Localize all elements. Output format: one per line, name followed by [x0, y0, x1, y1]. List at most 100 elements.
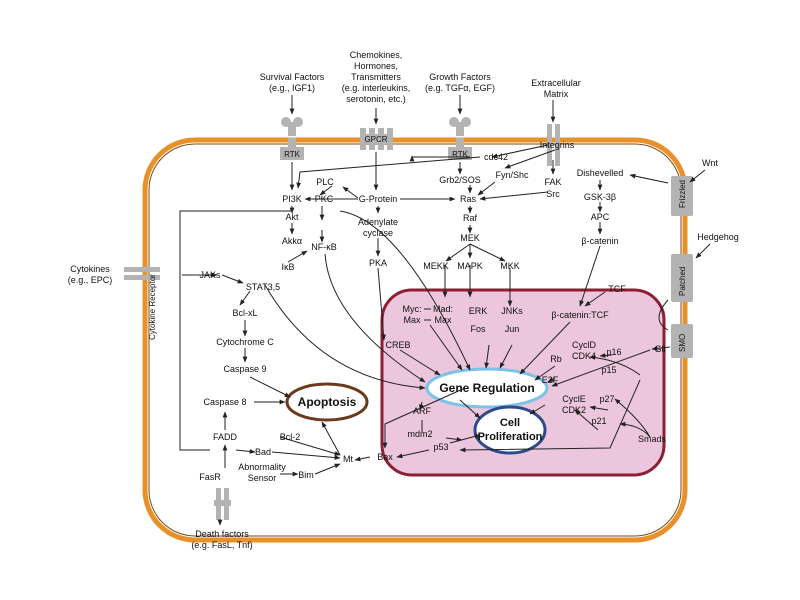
- input-cytokines-2: (e.g., EPC): [68, 275, 113, 285]
- node-fadd: FADD: [213, 432, 238, 442]
- gpcr-receptor: GPCR: [360, 128, 393, 150]
- node-jun: Jun: [505, 324, 520, 334]
- proliferation-label-1: Cell: [500, 417, 520, 429]
- node-stat: STAT3,5: [246, 282, 280, 292]
- node-pka: PKA: [369, 258, 387, 268]
- gene-regulation-ellipse: [425, 367, 549, 409]
- node-mkk: MKK: [500, 261, 520, 271]
- node-rb: Rb: [550, 354, 562, 364]
- proliferation-label-2: Proliferation: [478, 431, 543, 443]
- input-chemokines-1: Chemokines,: [350, 50, 403, 60]
- node-myc: Myc:: [403, 304, 422, 314]
- node-akt: Akt: [285, 212, 299, 222]
- rtk-receptor-2: RTK: [448, 117, 472, 160]
- node-tcf: TCF: [608, 284, 626, 294]
- svg-text:Patched: Patched: [678, 267, 687, 296]
- node-raf: Raf: [463, 213, 478, 223]
- node-caspase9: Caspase 9: [223, 364, 266, 374]
- input-chemokines-4: (e.g. interleukins,: [342, 83, 411, 93]
- node-cycld: CyclD: [572, 340, 596, 350]
- node-apc: APC: [591, 212, 610, 222]
- input-death-1: Death factors: [195, 529, 249, 539]
- node-p15: p15: [601, 365, 616, 375]
- node-integrins: Integrins: [540, 140, 575, 150]
- node-pi3k: PI3K: [282, 194, 302, 204]
- node-adenylate-2: cyclase: [363, 228, 393, 238]
- svg-text:SMO: SMO: [678, 334, 687, 352]
- input-wnt: Wnt: [702, 158, 719, 168]
- node-mapk: MAPK: [457, 261, 483, 271]
- node-jaks: JAKs: [199, 270, 221, 280]
- input-death-2: (e.g. FasL, Tnf): [191, 540, 252, 550]
- node-cdk2: CDK2: [562, 405, 586, 415]
- node-fak: FAK: [544, 177, 561, 187]
- node-max-2: Max: [434, 315, 452, 325]
- node-p16: p16: [606, 347, 621, 357]
- node-gli: Gli: [655, 344, 666, 354]
- node-p27: p27: [599, 394, 614, 404]
- node-bcl2: Bcl-2: [280, 432, 301, 442]
- input-growth-2: (e.g. TGFα, EGF): [425, 83, 495, 93]
- svg-text:RTK: RTK: [284, 150, 301, 159]
- node-fos: Fos: [470, 324, 486, 334]
- node-abnormality-2: Sensor: [248, 473, 277, 483]
- node-mt: Mt: [343, 454, 353, 464]
- node-adenylate-1: Adenylate: [358, 217, 398, 227]
- node-dishevelled: Dishevelled: [577, 168, 624, 178]
- node-mad: Mad:: [433, 304, 453, 314]
- node-plc: PLC: [316, 177, 334, 187]
- proliferation-ellipse: [473, 405, 547, 455]
- fasr-receptor: [214, 488, 231, 520]
- node-akka: Akkα: [282, 236, 302, 246]
- patched-receptor: Patched: [671, 254, 693, 302]
- node-e2f: E2F: [542, 375, 559, 385]
- node-mekk: MEKK: [423, 261, 449, 271]
- smo-receptor: SMO: [671, 324, 693, 358]
- node-p53: p53: [433, 442, 448, 452]
- cytokine-receptor: Cytokine Receptor: [124, 267, 160, 340]
- pathway-edges: [179, 95, 711, 526]
- node-erk: ERK: [469, 306, 488, 316]
- node-fyn-shc: Fyn/Shc: [495, 170, 529, 180]
- node-creb: CREB: [385, 340, 410, 350]
- node-p21: p21: [591, 416, 606, 426]
- input-chemokines-5: serotonin, etc.): [346, 94, 406, 104]
- node-cytochrome: Cytochrome C: [216, 337, 274, 347]
- node-bclxl: Bcl-xL: [232, 308, 257, 318]
- node-mek: MEK: [460, 233, 480, 243]
- node-cdc42: cdc42: [484, 152, 508, 162]
- node-g-protein: G-Protein: [359, 194, 398, 204]
- input-chemokines-2: Hormones,: [354, 61, 398, 71]
- svg-text:Frizzled: Frizzled: [678, 180, 687, 208]
- apoptosis-label: Apoptosis: [298, 395, 357, 409]
- node-mdm2: mdm2: [407, 429, 432, 439]
- node-grb2-sos: Grb2/SOS: [439, 175, 481, 185]
- input-hedgehog: Hedgehog: [697, 232, 739, 242]
- input-survival-1: Survival Factors: [260, 72, 325, 82]
- integrin-receptor: [547, 124, 560, 166]
- svg-text:Cytokine Receptor: Cytokine Receptor: [148, 274, 157, 340]
- svg-text:GPCR: GPCR: [364, 135, 387, 144]
- node-abnormality-1: Abnormality: [238, 462, 286, 472]
- node-ikb: IκB: [281, 262, 294, 272]
- input-growth-1: Growth Factors: [429, 72, 491, 82]
- rtk-receptor-1: RTK: [280, 117, 304, 160]
- node-bad: Bad: [255, 447, 271, 457]
- node-gsk3b: GSK-3β: [584, 192, 616, 202]
- node-jnks: JNKs: [501, 306, 523, 316]
- node-cdk4: CDK4: [572, 351, 596, 361]
- node-ras: Ras: [460, 194, 477, 204]
- node-arf: ARF: [413, 406, 432, 416]
- node-max-1: Max: [403, 315, 421, 325]
- node-bcat-tcf: β-catenin:TCF: [551, 310, 609, 320]
- input-cytokines-1: Cytokines: [70, 264, 110, 274]
- input-survival-2: (e.g., IGF1): [269, 83, 315, 93]
- input-ecm-2: Matrix: [544, 89, 569, 99]
- input-chemokines-3: Transmitters: [351, 72, 401, 82]
- node-pkc: PKC: [315, 194, 334, 204]
- apoptosis-ellipse: [285, 382, 369, 422]
- node-fasr: FasR: [199, 472, 221, 482]
- node-smads: Smads: [638, 434, 667, 444]
- node-bax: Bax: [377, 452, 393, 462]
